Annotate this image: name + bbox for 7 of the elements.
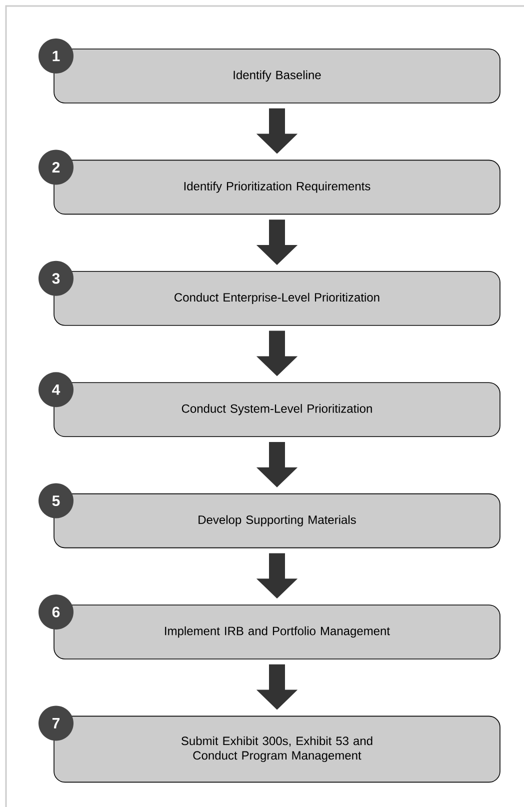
step-number: 1 <box>38 38 74 74</box>
step-number: 2 <box>38 150 74 185</box>
step-number: 5 <box>38 483 74 518</box>
step-number: 3 <box>38 260 74 296</box>
step-number: 6 <box>38 594 74 630</box>
step-number: 4 <box>38 372 74 408</box>
step-number: 7 <box>38 706 74 741</box>
